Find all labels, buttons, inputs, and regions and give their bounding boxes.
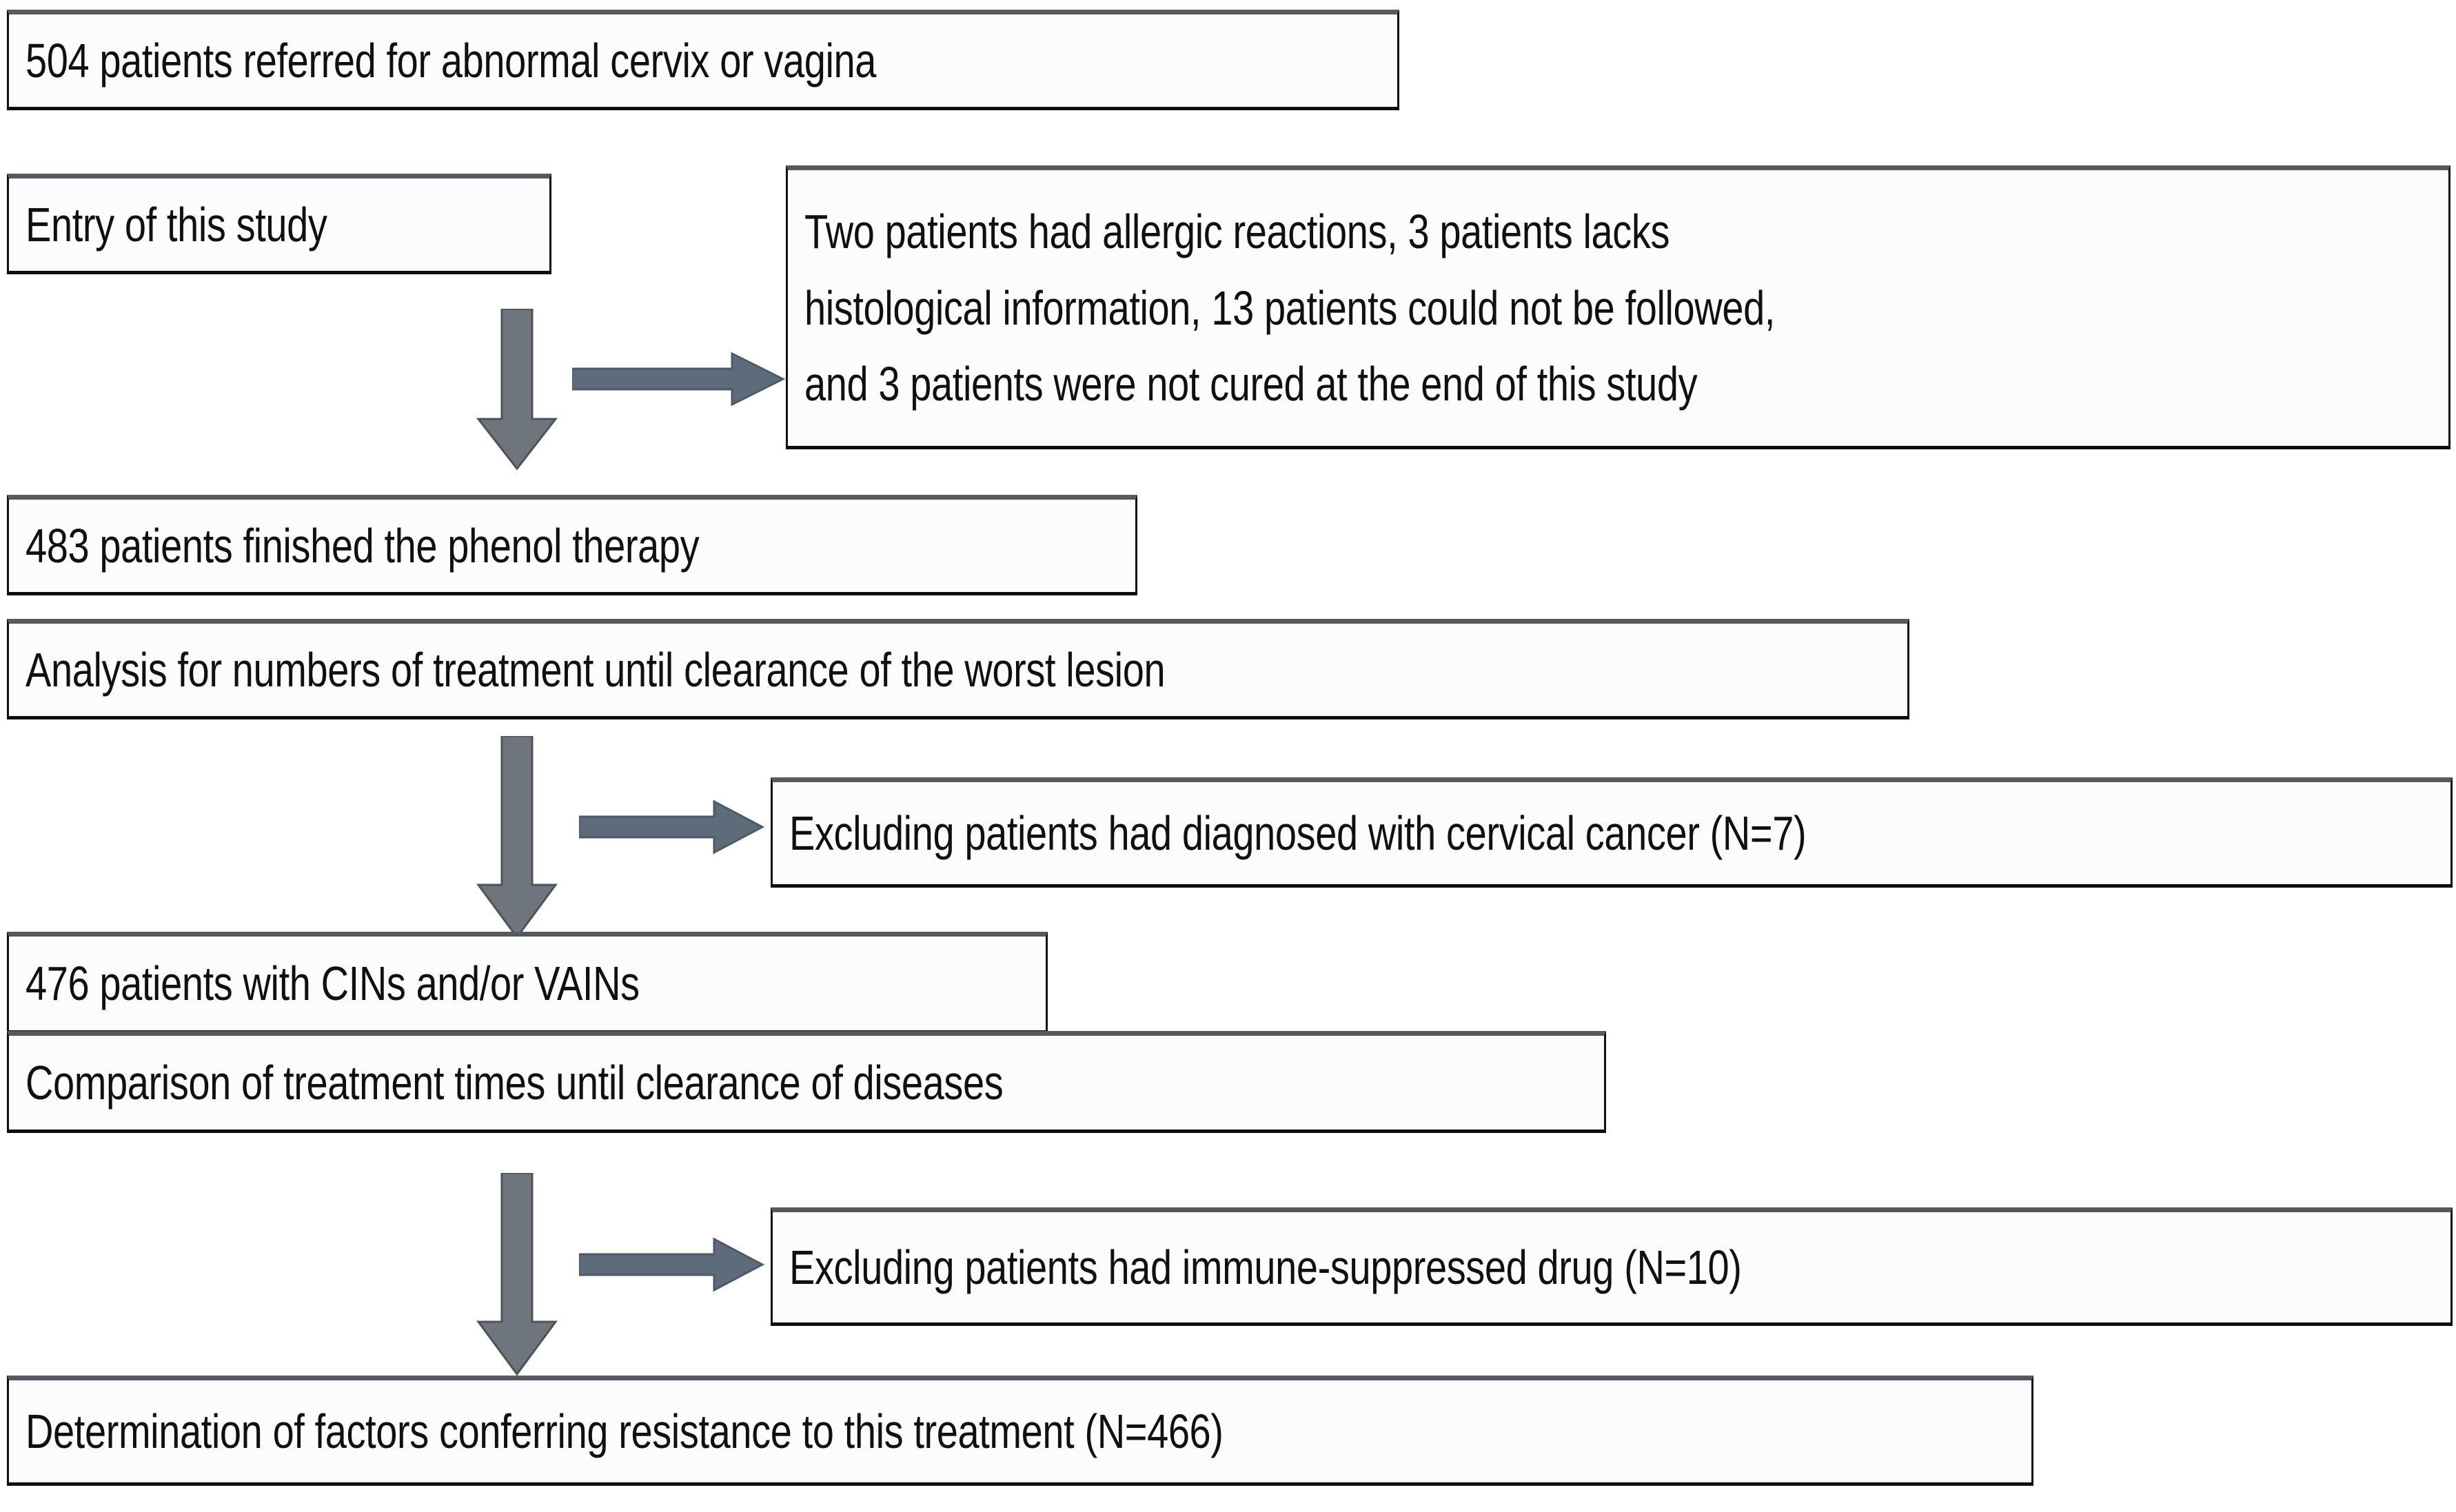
box-initial-exclusions-label: Two patients had allergic reactions, 3 p… bbox=[804, 205, 1775, 411]
box-entry-of-study-label: Entry of this study bbox=[26, 197, 327, 252]
box-cins-vains-label: 476 patients with CINs and/or VAINs bbox=[26, 956, 640, 1010]
arrow-down-entry-to-finished bbox=[476, 309, 558, 471]
box-determination-of-factors-label: Determination of factors conferring resi… bbox=[26, 1404, 1224, 1458]
box-exclude-immune-suppressed-drug-label: Excluding patients had immune-suppressed… bbox=[789, 1240, 1742, 1294]
arrow-down-comparison-to-determination bbox=[476, 1173, 558, 1377]
box-analysis-treatment-numbers-label: Analysis for numbers of treatment until … bbox=[26, 642, 1166, 697]
box-finished-phenol-therapy-label: 483 patients finished the phenol therapy bbox=[26, 518, 700, 573]
box-exclude-cervical-cancer-label: Excluding patients had diagnosed with ce… bbox=[789, 806, 1807, 860]
box-initial-exclusions: Two patients had allergic reactions, 3 p… bbox=[786, 165, 2450, 449]
box-comparison-treatment-times: Comparison of treatment times until clea… bbox=[7, 1031, 1606, 1133]
box-comparison-treatment-times-label: Comparison of treatment times until clea… bbox=[26, 1055, 1004, 1110]
arrow-right-to-exclude-cervical-cancer bbox=[579, 796, 765, 858]
box-exclude-immune-suppressed-drug: Excluding patients had immune-suppressed… bbox=[771, 1207, 2453, 1326]
box-analysis-treatment-numbers: Analysis for numbers of treatment until … bbox=[7, 619, 1909, 719]
box-cins-vains: 476 patients with CINs and/or VAINs bbox=[7, 932, 1048, 1034]
box-patients-referred-label: 504 patients referred for abnormal cervi… bbox=[26, 33, 877, 88]
arrow-right-to-initial-exclusions bbox=[572, 348, 786, 410]
box-entry-of-study: Entry of this study bbox=[7, 174, 551, 274]
box-patients-referred: 504 patients referred for abnormal cervi… bbox=[7, 10, 1399, 110]
box-exclude-cervical-cancer: Excluding patients had diagnosed with ce… bbox=[771, 777, 2453, 888]
arrow-right-to-exclude-immune-drug bbox=[579, 1234, 765, 1296]
box-determination-of-factors: Determination of factors conferring resi… bbox=[7, 1376, 2033, 1486]
box-finished-phenol-therapy: 483 patients finished the phenol therapy bbox=[7, 495, 1137, 595]
arrow-down-analysis-to-cins bbox=[476, 736, 558, 940]
